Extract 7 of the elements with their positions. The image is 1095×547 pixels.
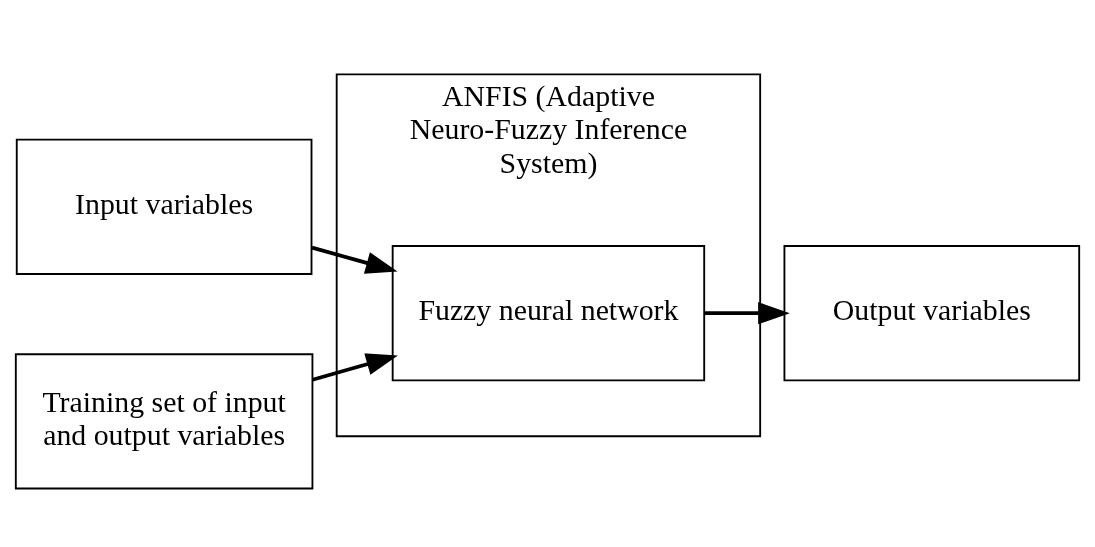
arrow [312, 352, 398, 381]
node-box: Fuzzy neural network [391, 244, 706, 381]
node-box: Training set of input and output variables [14, 352, 314, 489]
arrow [311, 245, 398, 274]
node-box: Input variables [15, 138, 313, 275]
node-box: Output variables [783, 244, 1081, 381]
arrow [704, 301, 790, 324]
